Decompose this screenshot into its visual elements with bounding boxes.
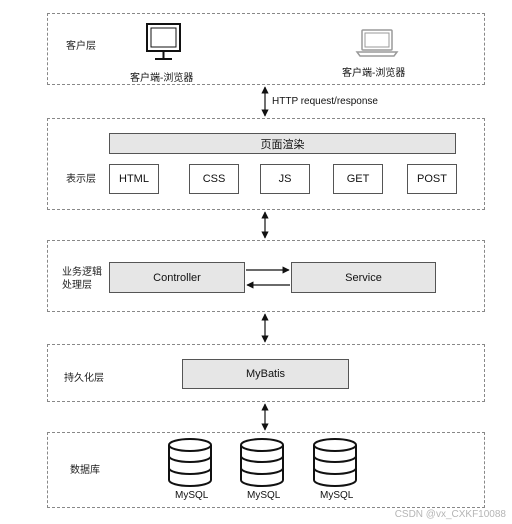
business-layer-label-line1: 业务逻辑 xyxy=(62,267,102,278)
service-box: Service xyxy=(291,262,436,293)
tech-box-js: JS xyxy=(260,164,310,194)
laptop-caption: 客户端-浏览器 xyxy=(342,68,406,79)
database-layer-label: 数据库 xyxy=(70,465,100,476)
client-layer xyxy=(47,13,485,85)
presentation-layer-label: 表示层 xyxy=(66,174,96,185)
database-label-1: MySQL xyxy=(175,490,209,501)
watermark: CSDN @vx_CXKF10088 xyxy=(394,509,506,520)
persistence-layer-label: 持久化层 xyxy=(64,373,104,384)
tech-box-html: HTML xyxy=(109,164,159,194)
mybatis-box: MyBatis xyxy=(182,359,349,389)
client-layer-label: 客户层 xyxy=(66,41,96,52)
database-label-2: MySQL xyxy=(247,490,281,501)
controller-box: Controller xyxy=(109,262,245,293)
database-cylinder-icon xyxy=(168,438,212,487)
desktop-caption: 客户端-浏览器 xyxy=(130,73,194,84)
page-render-box: 页面渲染 xyxy=(109,133,456,154)
desktop-monitor-icon xyxy=(146,23,181,60)
database-cylinder-icon xyxy=(240,438,284,487)
database-label-3: MySQL xyxy=(320,490,354,501)
business-layer-label-line2: 处理层 xyxy=(62,280,92,291)
tech-box-get: GET xyxy=(333,164,383,194)
tech-box-css: CSS xyxy=(189,164,239,194)
tech-box-post: POST xyxy=(407,164,457,194)
laptop-icon xyxy=(355,29,399,57)
database-cylinder-icon xyxy=(313,438,357,487)
http-label: HTTP request/response xyxy=(272,96,378,107)
